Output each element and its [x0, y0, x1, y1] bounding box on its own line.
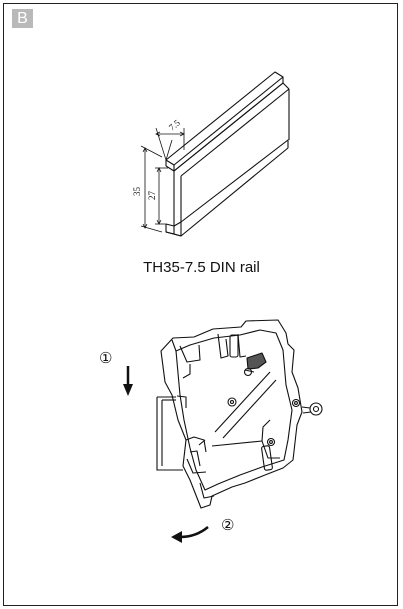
- din-rail-drawing: [165, 71, 290, 237]
- dim-label-height: 35: [132, 187, 142, 197]
- section-badge: B: [12, 9, 33, 28]
- circuit-breaker-drawing: [160, 319, 323, 509]
- dim-label-inner: 27: [147, 191, 157, 201]
- step1-marker: ①: [99, 350, 112, 367]
- din-rail-section: [156, 396, 183, 471]
- rail-caption: TH35-7.5 DIN rail: [143, 259, 260, 276]
- step2-rotate-arrow: [171, 526, 209, 543]
- step2-marker: ②: [221, 517, 234, 534]
- rail-dimension-lines: [140, 127, 185, 233]
- dim-label-depth: 7.5: [167, 117, 182, 132]
- step1-down-arrow: [123, 366, 133, 396]
